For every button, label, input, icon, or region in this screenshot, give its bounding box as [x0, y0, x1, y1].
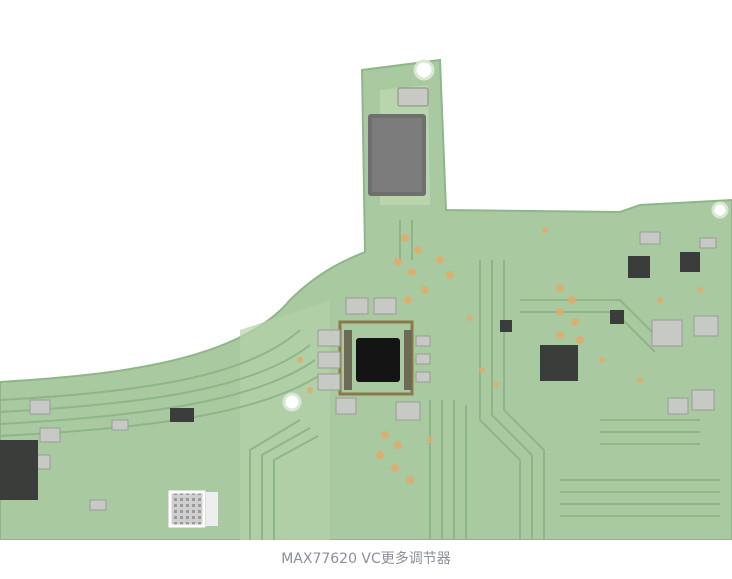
mounting-hole — [413, 59, 435, 81]
mounting-hole — [711, 201, 729, 219]
chip-pin-row — [344, 330, 352, 390]
circuit-board-illustration — [0, 58, 732, 540]
ic-packages — [0, 252, 700, 500]
board-inner-zone — [240, 300, 330, 540]
passive-components — [29, 231, 719, 511]
gold-pads — [297, 227, 703, 484]
chip-pin-row — [404, 330, 412, 390]
max77620-chip — [356, 338, 400, 382]
small-component — [397, 87, 429, 107]
memory-chip-die — [372, 118, 422, 192]
mounting-hole — [282, 392, 302, 412]
circuit-board-photo — [0, 58, 732, 540]
label-sticker — [206, 492, 218, 526]
datamatrix-code-icon — [168, 490, 206, 528]
figure-caption: MAX77620 VC更多调节器 — [281, 551, 451, 567]
board-traces — [0, 220, 720, 540]
